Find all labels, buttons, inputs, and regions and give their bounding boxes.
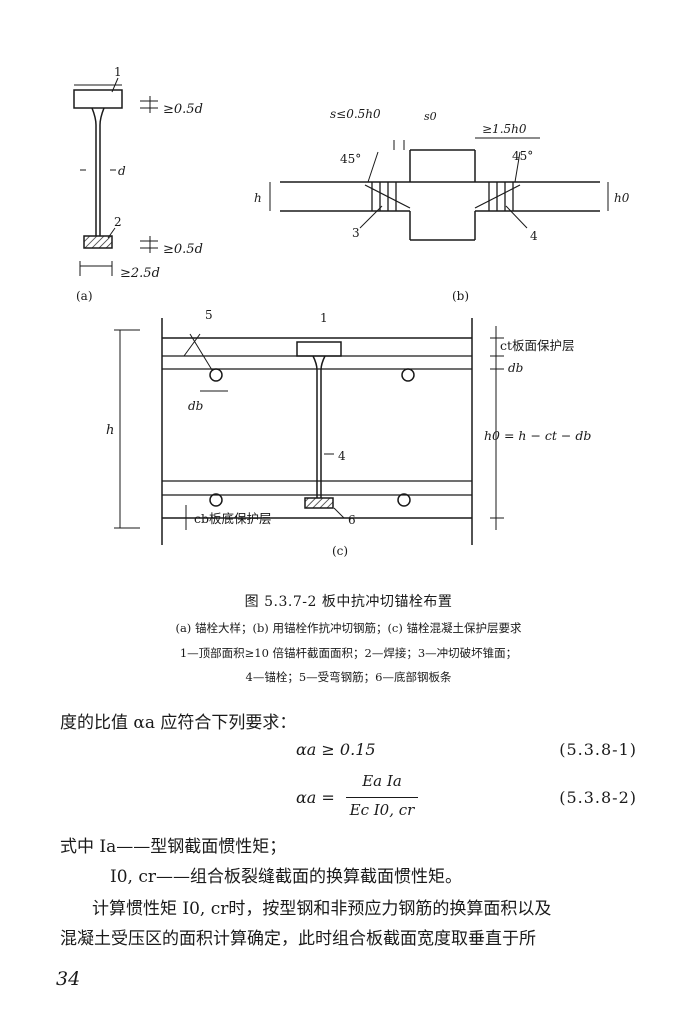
dim-s: s≤0.5h0	[330, 107, 381, 121]
anchor-foot-plate	[83, 235, 113, 249]
anchor-head-plate	[73, 89, 123, 109]
panel-b-label: (b)	[452, 289, 469, 303]
top-cover-label: ct板面保护层	[500, 338, 575, 353]
bottom-cover-label: cb板底保护层	[194, 511, 272, 526]
anchor-shank	[91, 107, 105, 236]
callout-5: 5	[205, 308, 213, 322]
anchor-shank-c	[312, 355, 326, 498]
equation-2-denominator: Ec I0, cr	[349, 801, 415, 819]
dim-1-5h0: ≥1.5h0	[482, 122, 527, 136]
rebar-top-right	[401, 368, 415, 382]
angle-right: 45°	[512, 149, 533, 163]
h0-formula: h0 = h − ct − db	[484, 428, 591, 443]
equation-2-lhs: αa =	[296, 788, 335, 807]
anchor-rows-right	[488, 182, 514, 211]
page-number: 34	[56, 968, 81, 990]
panel-c	[114, 318, 504, 545]
rebar-bottom-right	[397, 493, 411, 507]
callout-4-c: 4	[338, 449, 346, 463]
paragraph-line-1: 计算惯性矩 I0, cr时，按型钢和非预应力钢筋的换算面积以及	[92, 899, 552, 919]
equation-5-3-8-1: αa ≥ 0.15 (5.3.8-1)	[0, 736, 697, 782]
caption-line-2: 1—顶部面积≥10 倍锚杆截面面积；2—焊接；3—冲切破坏锥面；	[179, 646, 518, 660]
equation-2-numerator: Ea Ia	[362, 772, 402, 790]
rebar-bottom-left	[209, 493, 223, 507]
intro-text: 度的比值 αa 应符合下列要求：	[60, 713, 297, 733]
panel-c-label: (c)	[332, 544, 348, 558]
bottom-steel-strip	[304, 497, 334, 509]
panel-b	[269, 137, 609, 241]
dim-h-b: h	[254, 191, 262, 205]
dim-h0-b: h0	[614, 191, 630, 205]
definition-ia: 式中 Ia——型钢截面惯性矩；	[60, 837, 287, 857]
dim-head: ≥0.5d	[163, 102, 203, 117]
anchor-head-c	[296, 341, 342, 357]
callout-4-b: 4	[530, 229, 538, 243]
db-right-label: db	[508, 361, 523, 375]
angle-left: 45°	[340, 152, 361, 166]
panel-a-label: (a)	[76, 289, 93, 303]
dim-foot: ≥0.5d	[163, 242, 203, 257]
db-left-label: db	[188, 399, 203, 413]
equation-1-number: (5.3.8-1)	[559, 740, 637, 759]
rebar-top-left	[209, 368, 223, 382]
equation-5-3-8-2: αa = Ea Ia Ec I0, cr (5.3.8-2)	[0, 772, 697, 824]
fraction-bar	[346, 797, 418, 798]
callout-6: 6	[348, 513, 356, 527]
paragraph-line-2: 混凝土受压区的面积计算确定，此时组合板截面宽度取垂直于所	[60, 929, 536, 949]
caption-line-3: 4—锚栓；5—受弯钢筋；6—底部钢板条	[245, 670, 452, 684]
callout-2-a: 2	[114, 215, 122, 229]
definition-i0cr: I0, cr——组合板裂缝截面的换算截面惯性矩。	[110, 867, 462, 887]
caption-line-1: (a) 锚栓大样；(b) 用锚栓作抗冲切钢筋；(c) 锚栓混凝土保护层要求	[175, 621, 522, 635]
callout-1-c: 1	[320, 311, 328, 325]
dim-h-c: h	[106, 423, 114, 438]
callout-3: 3	[352, 226, 360, 240]
figure-5-3-7-2: 1 2 ≥0.5d d ≥0.5d ≥2.5d (a)	[73, 65, 630, 558]
panel-a	[73, 77, 158, 276]
dim-shank: d	[118, 164, 126, 178]
figure-title: 图 5.3.7-2 板中抗冲切锚栓布置	[244, 594, 453, 610]
equation-1-expression: αa ≥ 0.15	[296, 740, 376, 759]
dim-width: ≥2.5d	[120, 266, 160, 281]
equation-2-number: (5.3.8-2)	[559, 788, 637, 807]
dim-s0: s0	[424, 110, 437, 123]
callout-1-a: 1	[114, 65, 122, 79]
anchor-rows-left	[371, 182, 397, 211]
